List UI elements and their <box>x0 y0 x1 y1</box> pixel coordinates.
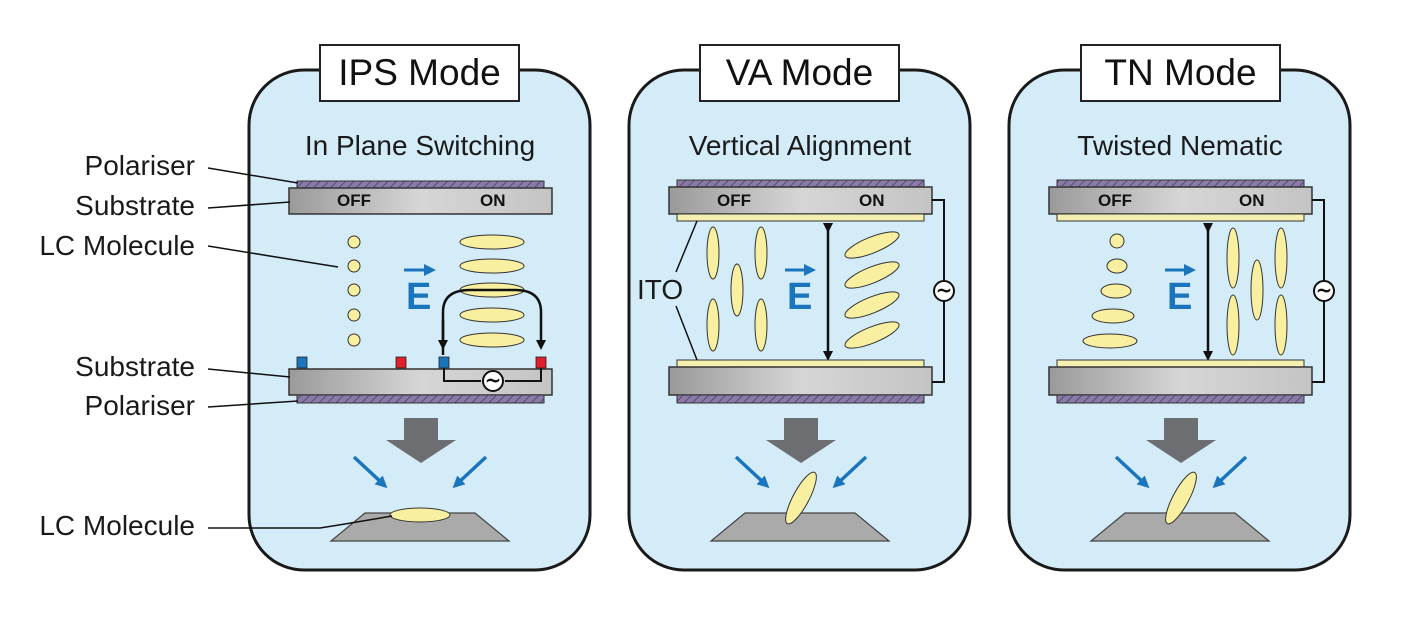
label-polariser-top: Polariser <box>84 150 195 181</box>
va-ac-source-icon <box>933 280 955 302</box>
va-bottom-ito <box>676 359 925 368</box>
va-off-molecules <box>706 226 768 352</box>
tn-off-molecules <box>1082 233 1138 349</box>
ips-field-label: E <box>406 276 432 318</box>
ips-ac-source-icon <box>482 370 504 392</box>
ips-ac-glyph: ~ <box>485 368 502 392</box>
ips-light-arrow <box>386 418 456 463</box>
va-on-label: ON <box>859 191 885 210</box>
va-bottom-substrate <box>668 366 933 396</box>
tn-field-label: E <box>1167 276 1193 318</box>
ips-off-molecules <box>347 235 361 347</box>
ips-on-label: ON <box>480 191 506 210</box>
tn-circuit-wire <box>1312 199 1325 383</box>
label-substrate-top: Substrate <box>75 190 195 221</box>
label-lc-molecule-bottom: LC Molecule <box>39 510 195 541</box>
label-substrate-bottom: Substrate <box>75 351 195 382</box>
va-ac-glyph: ~ <box>936 278 953 302</box>
ips-panel <box>247 68 592 572</box>
va-subtitle: Vertical Alignment <box>688 130 912 161</box>
va-circuit-wire <box>932 199 945 383</box>
tn-bottom-polariser <box>1056 394 1305 404</box>
label-lc-molecule-top: LC Molecule <box>39 230 195 261</box>
ips-mode-title: IPS Mode <box>319 44 520 102</box>
ips-electrode-red-2 <box>535 356 547 369</box>
va-platform-molecule <box>785 471 817 525</box>
tn-subtitle: Twisted Nematic <box>1077 130 1283 161</box>
va-top-substrate <box>668 186 933 215</box>
va-light-arrow <box>766 418 836 463</box>
leader-lines <box>207 167 393 529</box>
ips-electrode-blue-1 <box>296 356 308 369</box>
ips-field-lines <box>441 288 546 355</box>
ips-electrode-blue-2 <box>438 356 450 369</box>
tn-platform <box>1089 512 1271 542</box>
ips-circuit-wire <box>443 368 542 382</box>
tn-off-label: OFF <box>1098 191 1132 210</box>
va-off-label: OFF <box>717 191 751 210</box>
ips-off-label: OFF <box>337 191 371 210</box>
va-top-ito <box>676 213 925 222</box>
ips-platform-molecule <box>389 507 451 523</box>
tn-light-arrow <box>1146 418 1216 463</box>
tn-panel <box>1007 68 1352 572</box>
label-polariser-bottom: Polariser <box>84 390 195 421</box>
va-panel <box>627 68 972 572</box>
tn-ac-glyph: ~ <box>1316 278 1333 302</box>
tn-bottom-ito <box>1056 359 1305 368</box>
ips-subtitle: In Plane Switching <box>304 130 536 161</box>
va-ito-label: ITO <box>637 274 684 305</box>
va-field-label: E <box>787 276 813 318</box>
va-on-molecules <box>844 231 900 349</box>
tn-top-substrate <box>1048 186 1313 215</box>
tn-bottom-substrate <box>1048 366 1313 396</box>
tn-ac-source-icon <box>1313 280 1335 302</box>
ips-electrode-red-1 <box>395 356 407 369</box>
ips-bottom-polariser <box>296 394 545 404</box>
va-platform <box>709 512 891 542</box>
va-bottom-polariser <box>676 394 925 404</box>
tn-on-label: ON <box>1239 191 1265 210</box>
tn-platform-molecule <box>1165 471 1197 525</box>
tn-top-ito <box>1056 213 1305 222</box>
va-mode-title: VA Mode <box>699 44 900 102</box>
tn-mode-title: TN Mode <box>1080 44 1281 102</box>
ips-top-substrate <box>288 187 553 215</box>
tn-on-molecules <box>1226 227 1288 356</box>
